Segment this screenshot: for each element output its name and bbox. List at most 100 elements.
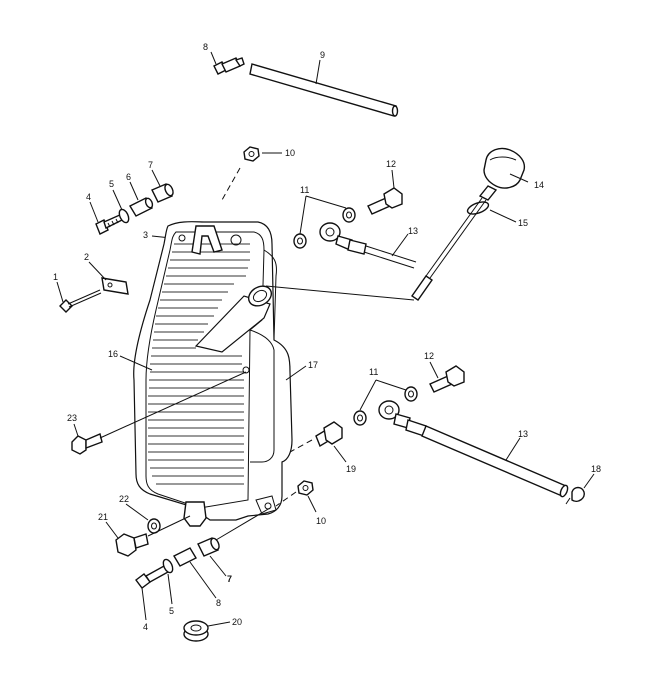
callout-5-lower: 5 bbox=[169, 606, 174, 616]
callout-2: 2 bbox=[84, 252, 89, 262]
leader-21 bbox=[105, 521, 119, 539]
callout-8-lower: 8 bbox=[216, 598, 221, 608]
leader-8b bbox=[189, 561, 217, 599]
bolt-part-12-upper bbox=[367, 187, 403, 215]
spacer-part-6-upper bbox=[129, 197, 154, 217]
washer-part-5-lower bbox=[162, 558, 174, 574]
callout-19: 19 bbox=[346, 464, 356, 474]
dashline-19-to-tank bbox=[289, 439, 313, 453]
washer-part-11-lower-a bbox=[353, 410, 367, 426]
callout-14: 14 bbox=[534, 180, 544, 190]
nut-part-10-lower bbox=[297, 480, 314, 496]
leader-12b bbox=[429, 361, 439, 379]
screw-part-23 bbox=[71, 433, 103, 455]
callout-15: 15 bbox=[518, 218, 528, 228]
leader-22 bbox=[125, 503, 149, 521]
callout-7-upper: 7 bbox=[148, 160, 153, 170]
callout-9: 9 bbox=[320, 50, 325, 60]
washer-part-11-lower-b bbox=[404, 386, 418, 402]
leader-16 bbox=[119, 355, 153, 371]
leader-14 bbox=[509, 173, 529, 183]
leader-filler-to-dipstick bbox=[265, 285, 415, 301]
callout-18: 18 bbox=[591, 464, 601, 474]
callout-16: 16 bbox=[108, 349, 118, 359]
leader-12a bbox=[391, 169, 395, 189]
leader-11b bbox=[359, 379, 407, 411]
drain-plug-part-21 bbox=[115, 533, 149, 557]
leader-10b bbox=[307, 495, 317, 513]
callout-11-lower: 11 bbox=[369, 367, 378, 377]
callout-13-upper: 13 bbox=[408, 226, 418, 236]
o-ring-part-15 bbox=[466, 201, 490, 215]
leader-11a bbox=[299, 195, 347, 235]
callout-22: 22 bbox=[119, 494, 129, 504]
callout-10-lower: 10 bbox=[316, 516, 326, 526]
spacer-part-8-lower bbox=[173, 547, 197, 567]
callout-8-top: 8 bbox=[203, 42, 208, 52]
filler-neck bbox=[194, 285, 273, 353]
washer-part-11-upper-a bbox=[293, 233, 307, 249]
leader-23 bbox=[73, 423, 79, 437]
dashline-10b-to-tank bbox=[275, 491, 297, 507]
dipstick-cap-part-14 bbox=[478, 147, 526, 201]
leader-20 bbox=[207, 621, 231, 627]
callout-4-lower: 4 bbox=[143, 622, 148, 632]
callout-6-upper: 6 bbox=[126, 172, 131, 182]
leader-5a bbox=[112, 189, 123, 211]
bolt-part-4-lower bbox=[135, 565, 170, 589]
callout-10-upper: 10 bbox=[285, 148, 295, 158]
callout-labels: 1 2 3 4 5 6 7 8 9 10 11 12 13 14 15 16 1… bbox=[53, 42, 601, 632]
dipstick-rod bbox=[411, 197, 487, 301]
callout-21: 21 bbox=[98, 512, 108, 522]
callout-3: 3 bbox=[143, 230, 148, 240]
leader-17 bbox=[285, 365, 307, 381]
leader-13a bbox=[391, 233, 409, 257]
leader-15 bbox=[489, 209, 517, 223]
leader-1 bbox=[56, 281, 64, 303]
leader-7b bbox=[209, 555, 227, 577]
grommet-part-20 bbox=[183, 620, 209, 642]
line-7-to-tank bbox=[215, 507, 271, 541]
bolt-part-12-lower bbox=[429, 365, 465, 393]
leader-7a bbox=[151, 169, 161, 187]
callout-1: 1 bbox=[53, 272, 58, 282]
washer-part-5-upper bbox=[118, 208, 130, 224]
line-21-to-spout bbox=[147, 515, 191, 537]
line-23-to-tank bbox=[99, 371, 247, 439]
callout-17: 17 bbox=[308, 360, 318, 370]
callout-23: 23 bbox=[67, 413, 77, 423]
callout-12-upper: 12 bbox=[386, 159, 396, 169]
leader-4b bbox=[141, 587, 147, 621]
oil-tank-body bbox=[133, 221, 293, 527]
fitting-part-8 bbox=[213, 57, 245, 75]
callout-5-upper: 5 bbox=[109, 179, 114, 189]
nut-part-10-top bbox=[243, 146, 260, 162]
bracket-part-2 bbox=[101, 277, 129, 295]
callout-4-upper: 4 bbox=[86, 192, 91, 202]
screw-part-1 bbox=[59, 289, 102, 313]
washer-part-11-upper-b bbox=[342, 207, 356, 223]
hose-fitting-part-13-lower bbox=[378, 400, 569, 498]
leader-8 bbox=[210, 51, 217, 65]
hose-fitting-part-13-upper bbox=[319, 222, 417, 269]
leader-9 bbox=[315, 59, 321, 85]
leader-2 bbox=[88, 261, 107, 281]
leader-13b bbox=[505, 437, 521, 461]
leader-18 bbox=[583, 473, 595, 489]
leader-19 bbox=[333, 445, 347, 463]
leader-4a bbox=[89, 201, 99, 223]
dashline-10-to-tank bbox=[221, 167, 241, 201]
grommet-part-7-upper bbox=[151, 183, 174, 203]
fitting-part-19 bbox=[315, 421, 343, 448]
callout-20: 20 bbox=[232, 617, 242, 627]
breather-tube-part-9 bbox=[249, 63, 399, 117]
callout-13-lower: 13 bbox=[518, 429, 528, 439]
strap-part-3 bbox=[191, 225, 223, 255]
callout-12-lower: 12 bbox=[424, 351, 434, 361]
leader-6a bbox=[129, 181, 139, 201]
callout-7-lower: 7 bbox=[227, 574, 232, 584]
tank-ribs bbox=[148, 243, 250, 485]
leader-5b bbox=[167, 573, 173, 605]
callout-11-upper: 11 bbox=[300, 185, 309, 195]
